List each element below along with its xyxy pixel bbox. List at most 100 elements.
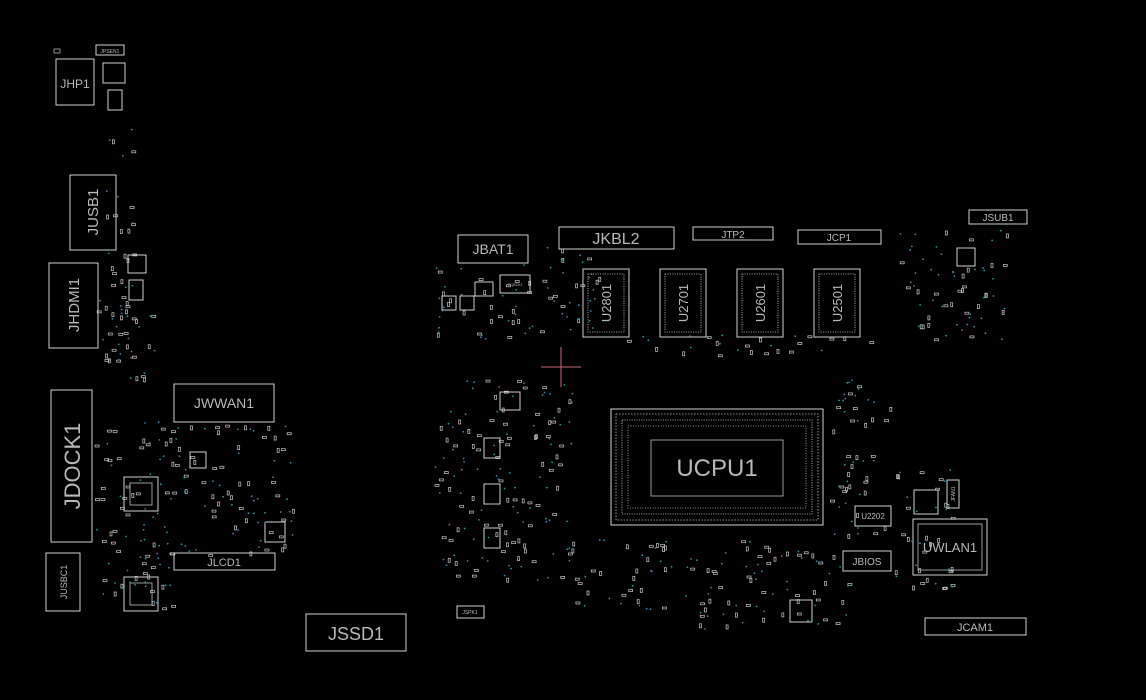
- smd-pad: [845, 486, 848, 492]
- smd-pad: [116, 457, 122, 461]
- component-jwwan1[interactable]: JWWAN1: [173, 383, 275, 423]
- component-jcam1[interactable]: JCAM1: [924, 617, 1027, 636]
- via: [647, 339, 650, 342]
- smd-pad: [628, 589, 634, 592]
- via: [148, 442, 151, 444]
- via: [547, 576, 549, 579]
- smd-pad: [511, 541, 516, 544]
- via: [915, 564, 917, 567]
- smd-pad: [660, 544, 665, 547]
- via: [755, 605, 758, 608]
- via: [642, 335, 645, 338]
- component-jcp1[interactable]: JCP1: [797, 229, 882, 245]
- smd-pad: [836, 406, 841, 410]
- component-u2202[interactable]: U2202: [854, 505, 892, 527]
- via: [846, 381, 849, 384]
- smd-pad: [448, 486, 452, 492]
- via: [852, 461, 855, 463]
- smd-pad: [626, 544, 629, 550]
- via: [291, 534, 294, 536]
- via: [620, 602, 622, 605]
- via: [529, 507, 531, 509]
- via: [272, 476, 274, 479]
- svg-text:U2202: U2202: [861, 512, 885, 521]
- via: [549, 393, 551, 395]
- via: [917, 325, 920, 328]
- via: [134, 583, 136, 586]
- smd-pad: [635, 568, 639, 574]
- smd-pad: [506, 542, 509, 548]
- via: [590, 273, 593, 276]
- smd-pad: [212, 467, 218, 470]
- via: [126, 260, 129, 262]
- component-jssd1[interactable]: JSSD1: [305, 613, 407, 652]
- component-jhdmi1[interactable]: JHDMI1: [48, 262, 99, 349]
- component-jusb1[interactable]: JUSB1: [69, 174, 117, 251]
- component-ucpu1[interactable]: UCPU1: [610, 408, 824, 526]
- smd-pad: [690, 567, 696, 571]
- smd-pad: [835, 622, 841, 625]
- via: [980, 317, 983, 320]
- smd-pad: [455, 574, 461, 578]
- smd-pad: [171, 461, 175, 467]
- via: [152, 516, 155, 518]
- smd-pad: [725, 624, 729, 630]
- via: [119, 495, 122, 498]
- smd-pad: [456, 527, 460, 533]
- smd-pad: [535, 434, 538, 439]
- component-jdock1[interactable]: JDOCK1: [50, 389, 93, 543]
- smd-pad: [830, 499, 835, 503]
- smd-pad: [548, 420, 552, 426]
- smd-pad: [454, 561, 458, 566]
- smd-pad: [469, 510, 474, 514]
- via: [589, 310, 592, 312]
- via: [844, 502, 847, 505]
- smd-pad: [523, 543, 527, 549]
- component-jfan1[interactable]: JFAN1: [946, 479, 960, 509]
- component-pq8201[interactable]: PQ8201: [499, 274, 531, 294]
- smd-pad: [727, 600, 731, 606]
- smd-pad: [571, 548, 575, 554]
- smd-pad: [839, 485, 845, 489]
- smd-pad: [950, 516, 956, 520]
- via: [937, 273, 940, 276]
- svg-text:UWLAN1: UWLAN1: [923, 540, 977, 555]
- via: [686, 566, 689, 569]
- via: [139, 556, 142, 558]
- via: [464, 413, 467, 416]
- via: [659, 560, 662, 563]
- component-jkbl2[interactable]: JKBL2: [558, 226, 675, 250]
- component-u2701[interactable]: U2701: [659, 268, 707, 338]
- smd-pad: [140, 375, 146, 379]
- component-jsub1[interactable]: JSUB1: [968, 209, 1028, 225]
- smd-pad: [664, 567, 667, 573]
- component-u2801[interactable]: U2801: [582, 268, 630, 338]
- component-jpsen[interactable]: JPSEN1: [95, 44, 125, 56]
- via: [857, 532, 859, 535]
- component-jspk[interactable]: JSPK1: [456, 605, 485, 619]
- smd-pad: [234, 525, 237, 531]
- smd-pad: [768, 547, 772, 553]
- via: [514, 486, 516, 489]
- smd-pad: [110, 266, 114, 272]
- via: [149, 473, 152, 476]
- smd-pad: [745, 546, 749, 552]
- component-uwlan1[interactable]: UWLAN1: [912, 518, 988, 576]
- component-jtp2[interactable]: JTP2: [692, 226, 774, 241]
- component-jlcd1[interactable]: JLCD1: [173, 552, 276, 571]
- smd-pad: [125, 305, 131, 309]
- via: [121, 154, 124, 157]
- component-u2501[interactable]: U2501: [813, 268, 861, 338]
- component-jhp1[interactable]: JHP1: [55, 58, 95, 106]
- smd-pad: [118, 332, 124, 336]
- component-jbios[interactable]: JBIOS: [842, 550, 892, 572]
- via: [910, 281, 912, 284]
- smd-pad: [829, 337, 835, 341]
- smd-pad: [906, 506, 911, 510]
- component-u2601[interactable]: U2601: [736, 268, 784, 338]
- component-jbat1[interactable]: JBAT1: [457, 234, 529, 264]
- via: [115, 325, 118, 328]
- component-jusbc1[interactable]: JUSBC1: [45, 552, 81, 612]
- via: [177, 427, 180, 429]
- via: [460, 468, 463, 471]
